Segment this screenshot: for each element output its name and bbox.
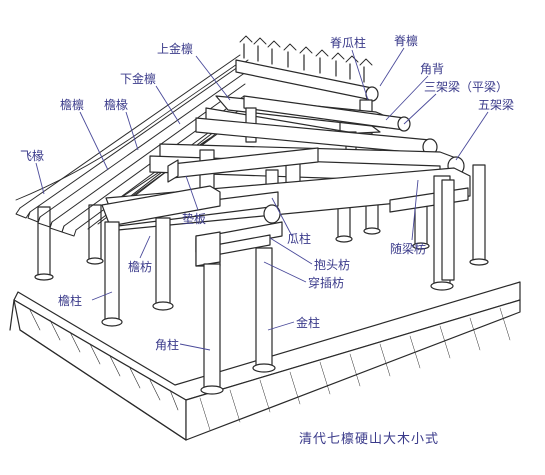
label-fei-chuan: 飞椽	[20, 149, 45, 163]
label-yan-lin: 檐檩	[60, 98, 85, 112]
label-ji-lin: 脊檩	[394, 34, 419, 48]
label-dian-ban: 垫板	[182, 212, 207, 226]
label-gua-zhu: 瓜柱	[287, 232, 312, 246]
upper-beams	[195, 95, 438, 163]
label-san-jia-liang: 三架梁（平梁）	[424, 80, 509, 94]
front-columns	[101, 175, 455, 395]
label-sui-liang-fang: 随梁枋	[390, 242, 427, 256]
label-shang-jin-lin: 上金檩	[157, 42, 194, 56]
label-xia-jin-lin: 下金檩	[120, 72, 157, 86]
label-ji-gua-zhu: 脊瓜柱	[330, 36, 367, 50]
label-chuan-cha-fang: 穿插枋	[308, 276, 345, 290]
label-wu-jia-liang: 五架梁	[478, 98, 515, 112]
label-yan-zhu: 檐柱	[58, 294, 83, 308]
label-bao-tou-fang: 抱头枋	[314, 258, 351, 272]
label-yan-fang: 檐枋	[128, 260, 153, 274]
label-jin-zhu: 金柱	[296, 316, 321, 330]
platform-base	[9, 281, 521, 441]
label-yan-chuan: 檐椽	[104, 98, 129, 112]
label-jiao-bei: 角背	[420, 62, 445, 76]
label-jiao-zhu: 角柱	[155, 338, 180, 352]
diagram-caption: 清代七檩硬山大木小式	[299, 432, 440, 447]
